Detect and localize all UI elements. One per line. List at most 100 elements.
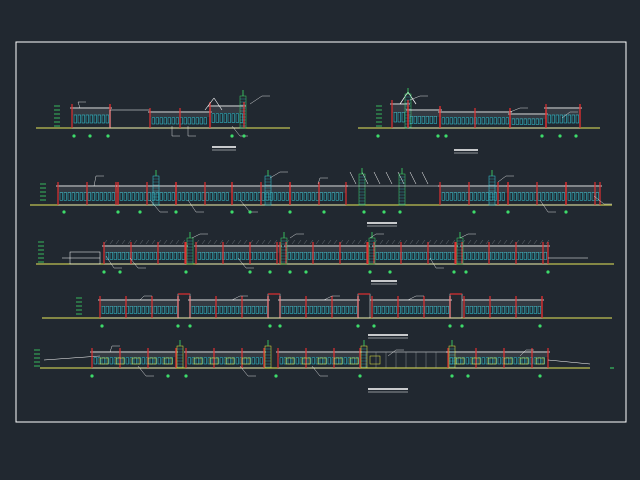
window-pane (485, 117, 489, 125)
window-pane (247, 306, 251, 314)
window-pane (583, 192, 587, 201)
window-pane (531, 252, 535, 260)
window-pane (255, 306, 259, 314)
window-pane (559, 114, 563, 124)
window-pane (553, 192, 557, 201)
roof-truss (333, 239, 338, 245)
axis-marker (564, 210, 568, 214)
window-pane (153, 252, 157, 260)
window-pane (543, 252, 547, 260)
window-pane (503, 252, 507, 260)
yellow-panel (503, 357, 513, 365)
window-pane (527, 252, 531, 260)
window-pane (417, 306, 421, 314)
window-pane (269, 252, 273, 260)
window-pane (477, 306, 481, 314)
leader-line (191, 233, 201, 239)
window-pane (81, 114, 85, 124)
leader-line (137, 365, 147, 377)
window-pane (239, 357, 243, 365)
window-pane (155, 192, 159, 201)
axis-marker (436, 134, 440, 138)
window-pane (161, 252, 165, 260)
axis-marker (358, 374, 362, 378)
window-pane (157, 306, 161, 314)
leader-line (289, 233, 297, 239)
leader-line (249, 95, 263, 105)
window-pane (575, 192, 579, 201)
window-pane (499, 252, 503, 260)
roof-truss (151, 239, 156, 245)
window-pane (473, 192, 477, 201)
yellow-panel (115, 357, 125, 365)
window-pane (389, 306, 393, 314)
axis-marker (322, 210, 326, 214)
window-pane (517, 357, 521, 365)
yellow-panel (487, 357, 497, 365)
window-pane (285, 192, 289, 201)
canopy-strut (385, 171, 393, 185)
window-pane (229, 252, 233, 260)
axis-marker (102, 270, 106, 274)
axis-marker (230, 134, 234, 138)
axis-marker (90, 374, 94, 378)
window-pane (293, 306, 297, 314)
window-pane (449, 192, 453, 201)
window-pane (355, 252, 359, 260)
leader-line (459, 233, 469, 239)
window-pane (219, 113, 223, 123)
roof-truss (285, 239, 290, 245)
window-pane (479, 252, 483, 260)
roof-truss (351, 239, 356, 245)
window-pane (385, 306, 389, 314)
window-pane (441, 192, 445, 201)
elevation-6-group (34, 340, 614, 393)
window-pane (485, 357, 489, 365)
leader-line (139, 295, 145, 301)
window-pane (105, 252, 109, 260)
window-pane (283, 357, 287, 365)
window-pane (295, 252, 299, 260)
window-pane (225, 252, 229, 260)
elevation-1-group (36, 90, 290, 151)
truss (213, 97, 223, 111)
window-pane (347, 357, 351, 365)
leader-line (311, 365, 321, 377)
window-pane (77, 114, 81, 124)
yellow-panel (333, 357, 343, 365)
window-pane (287, 252, 291, 260)
window-pane (299, 192, 303, 201)
window-pane (469, 117, 473, 125)
window-pane (575, 114, 579, 124)
window-pane (259, 357, 263, 365)
roof-truss (497, 239, 502, 245)
axis-marker (184, 270, 188, 274)
window-pane (93, 357, 97, 365)
window-pane (519, 252, 523, 260)
window-pane (277, 192, 281, 201)
window-pane (323, 252, 327, 260)
window-pane (199, 306, 203, 314)
roof-truss (473, 239, 478, 245)
window-pane (87, 192, 91, 201)
window-pane (445, 306, 449, 314)
window-pane (73, 114, 77, 124)
roof-truss (237, 239, 242, 245)
window-pane (351, 252, 355, 260)
window-pane (231, 113, 235, 123)
window-pane (151, 117, 155, 125)
window-pane (477, 117, 481, 125)
window-pane (533, 306, 537, 314)
window-pane (165, 306, 169, 314)
window-pane (309, 306, 313, 314)
window-pane (539, 118, 543, 125)
roof-truss (345, 239, 350, 245)
window-pane (521, 306, 525, 314)
axis-marker (464, 270, 468, 274)
window-pane (257, 252, 261, 260)
window-pane (439, 252, 443, 260)
window-pane (251, 306, 255, 314)
window-pane (567, 114, 571, 124)
window-pane (501, 192, 505, 201)
